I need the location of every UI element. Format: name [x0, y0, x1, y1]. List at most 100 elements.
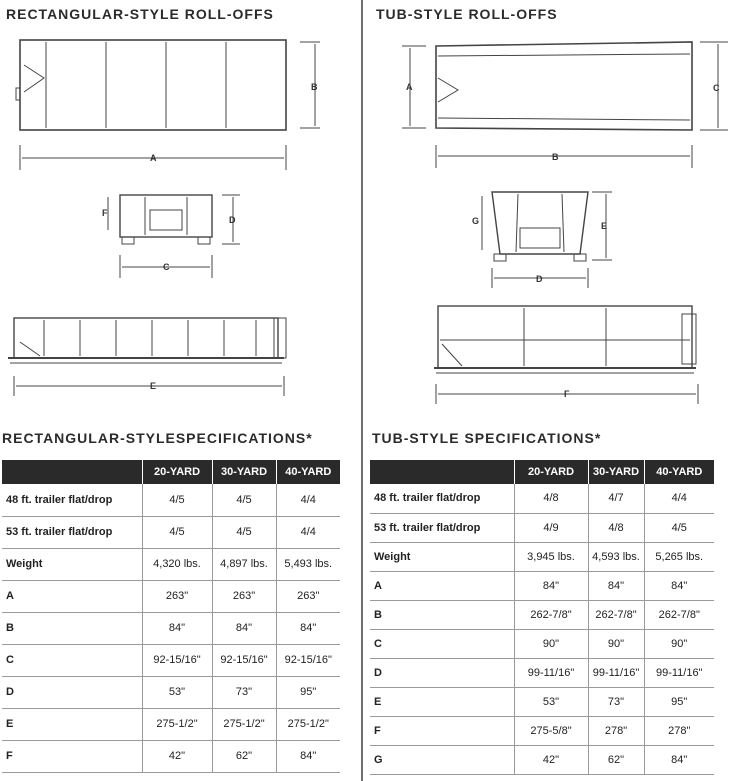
dim-label-a: A: [150, 153, 157, 163]
column-divider: [361, 0, 363, 781]
header-30-yard: 30-YARD: [211, 460, 276, 484]
cell-30-yard: 90": [587, 629, 644, 659]
dim-label-d: D: [536, 274, 543, 284]
cell-30-yard: 278": [587, 716, 644, 746]
table-row: A 84" 84" 84": [370, 571, 714, 601]
cell-40-yard: 4/4: [275, 516, 340, 549]
row-label: E: [370, 687, 514, 717]
cell-30-yard: 4/8: [587, 513, 644, 543]
header-40-yard: 40-YARD: [275, 460, 340, 484]
rectangular-top-view: [15, 39, 320, 170]
cell-20-yard: 275-1/2": [141, 708, 212, 741]
cell-40-yard: 95": [643, 687, 714, 717]
cell-30-yard: 73": [211, 676, 276, 709]
cell-30-yard: 262-7/8": [587, 600, 644, 630]
table-row: Weight 4,320 lbs. 4,897 lbs. 5,493 lbs.: [2, 548, 340, 581]
rectangular-side-view: [8, 317, 287, 396]
cell-40-yard: 90": [643, 629, 714, 659]
rectangular-title: RECTANGULAR-STYLE ROLL-OFFS: [6, 6, 274, 22]
row-label: B: [2, 612, 142, 645]
header-30-yard: 30-YARD: [587, 460, 644, 484]
table-header-row: 20-YARD 30-YARD 40-YARD: [2, 460, 340, 484]
tub-title: TUB-STYLE ROLL-OFFS: [376, 6, 558, 22]
cell-30-yard: 62": [211, 740, 276, 773]
cell-20-yard: 84": [513, 571, 588, 601]
rectangular-column: RECTANGULAR-STYLE ROLL-OFFS B A: [0, 0, 360, 781]
cell-20-yard: 90": [513, 629, 588, 659]
cell-20-yard: 42": [141, 740, 212, 773]
table-header-row: 20-YARD 30-YARD 40-YARD: [370, 460, 714, 484]
cell-20-yard: 3,945 lbs.: [513, 542, 588, 572]
row-label: 53 ft. trailer flat/drop: [2, 516, 142, 549]
header-20-yard: 20-YARD: [141, 460, 212, 484]
cell-40-yard: 275-1/2": [275, 708, 340, 741]
cell-20-yard: 99-11/16": [513, 658, 588, 688]
row-label: A: [2, 580, 142, 613]
cell-20-yard: 262-7/8": [513, 600, 588, 630]
dim-label-b: B: [552, 152, 559, 162]
tub-end-view: [481, 191, 612, 288]
table-row: 48 ft. trailer flat/drop 4/8 4/7 4/4: [370, 484, 714, 514]
table-row: A 263" 263" 263": [2, 580, 340, 613]
table-row: B 262-7/8" 262-7/8" 262-7/8": [370, 600, 714, 630]
table-row: G 42" 62" 84": [370, 745, 714, 775]
header-20-yard: 20-YARD: [513, 460, 588, 484]
row-label: A: [370, 571, 514, 601]
row-label: C: [2, 644, 142, 677]
row-label: E: [2, 708, 142, 741]
row-label: Weight: [370, 542, 514, 572]
cell-40-yard: 99-11/16": [643, 658, 714, 688]
row-label: C: [370, 629, 514, 659]
table-row: 48 ft. trailer flat/drop 4/5 4/5 4/4: [2, 484, 340, 517]
rectangular-spec-title: RECTANGULAR-STYLESPECIFICATIONS*: [2, 430, 313, 446]
row-label: G: [370, 745, 514, 775]
rectangular-spec-table: 20-YARD 30-YARD 40-YARD 48 ft. trailer f…: [2, 460, 340, 773]
table-row: 53 ft. trailer flat/drop 4/5 4/5 4/4: [2, 516, 340, 549]
dim-label-d: D: [229, 215, 236, 225]
dim-label-f: F: [564, 389, 570, 399]
rectangular-end-view: [107, 194, 240, 278]
tub-side-view: [434, 305, 699, 404]
table-row: D 99-11/16" 99-11/16" 99-11/16": [370, 658, 714, 688]
dim-label-e: E: [601, 221, 607, 231]
cell-40-yard: 84": [643, 745, 714, 775]
cell-20-yard: 263": [141, 580, 212, 613]
tub-column: TUB-STYLE ROLL-OFFS A C B: [366, 0, 732, 781]
cell-40-yard: 5,265 lbs.: [643, 542, 714, 572]
table-row: E 275-1/2" 275-1/2" 275-1/2": [2, 708, 340, 741]
cell-20-yard: 53": [141, 676, 212, 709]
table-row: 53 ft. trailer flat/drop 4/9 4/8 4/5: [370, 513, 714, 543]
cell-40-yard: 92-15/16": [275, 644, 340, 677]
row-label: B: [370, 600, 514, 630]
row-label: F: [2, 740, 142, 773]
cell-30-yard: 92-15/16": [211, 644, 276, 677]
cell-20-yard: 275-5/8": [513, 716, 588, 746]
row-label: 48 ft. trailer flat/drop: [370, 484, 514, 514]
cell-30-yard: 84": [587, 571, 644, 601]
cell-20-yard: 4/9: [513, 513, 588, 543]
tub-spec-table: 20-YARD 30-YARD 40-YARD 48 ft. trailer f…: [370, 460, 714, 775]
row-label: D: [2, 676, 142, 709]
cell-40-yard: 4/5: [643, 513, 714, 543]
tub-top-view: [402, 41, 728, 168]
cell-20-yard: 4/5: [141, 484, 212, 517]
table-row: E 53" 73" 95": [370, 687, 714, 717]
table-row: C 92-15/16" 92-15/16" 92-15/16": [2, 644, 340, 677]
cell-40-yard: 5,493 lbs.: [275, 548, 340, 581]
cell-20-yard: 4/8: [513, 484, 588, 514]
row-label: 48 ft. trailer flat/drop: [2, 484, 142, 517]
cell-20-yard: 42": [513, 745, 588, 775]
header-40-yard: 40-YARD: [643, 460, 714, 484]
cell-30-yard: 73": [587, 687, 644, 717]
row-label: F: [370, 716, 514, 746]
cell-40-yard: 262-7/8": [643, 600, 714, 630]
table-row: F 275-5/8" 278" 278": [370, 716, 714, 746]
cell-30-yard: 99-11/16": [587, 658, 644, 688]
cell-30-yard: 4/5: [211, 484, 276, 517]
cell-40-yard: 263": [275, 580, 340, 613]
table-row: C 90" 90" 90": [370, 629, 714, 659]
dim-label-g: G: [472, 216, 479, 226]
dim-label-c: C: [163, 262, 170, 272]
cell-20-yard: 4,320 lbs.: [141, 548, 212, 581]
cell-30-yard: 4/7: [587, 484, 644, 514]
